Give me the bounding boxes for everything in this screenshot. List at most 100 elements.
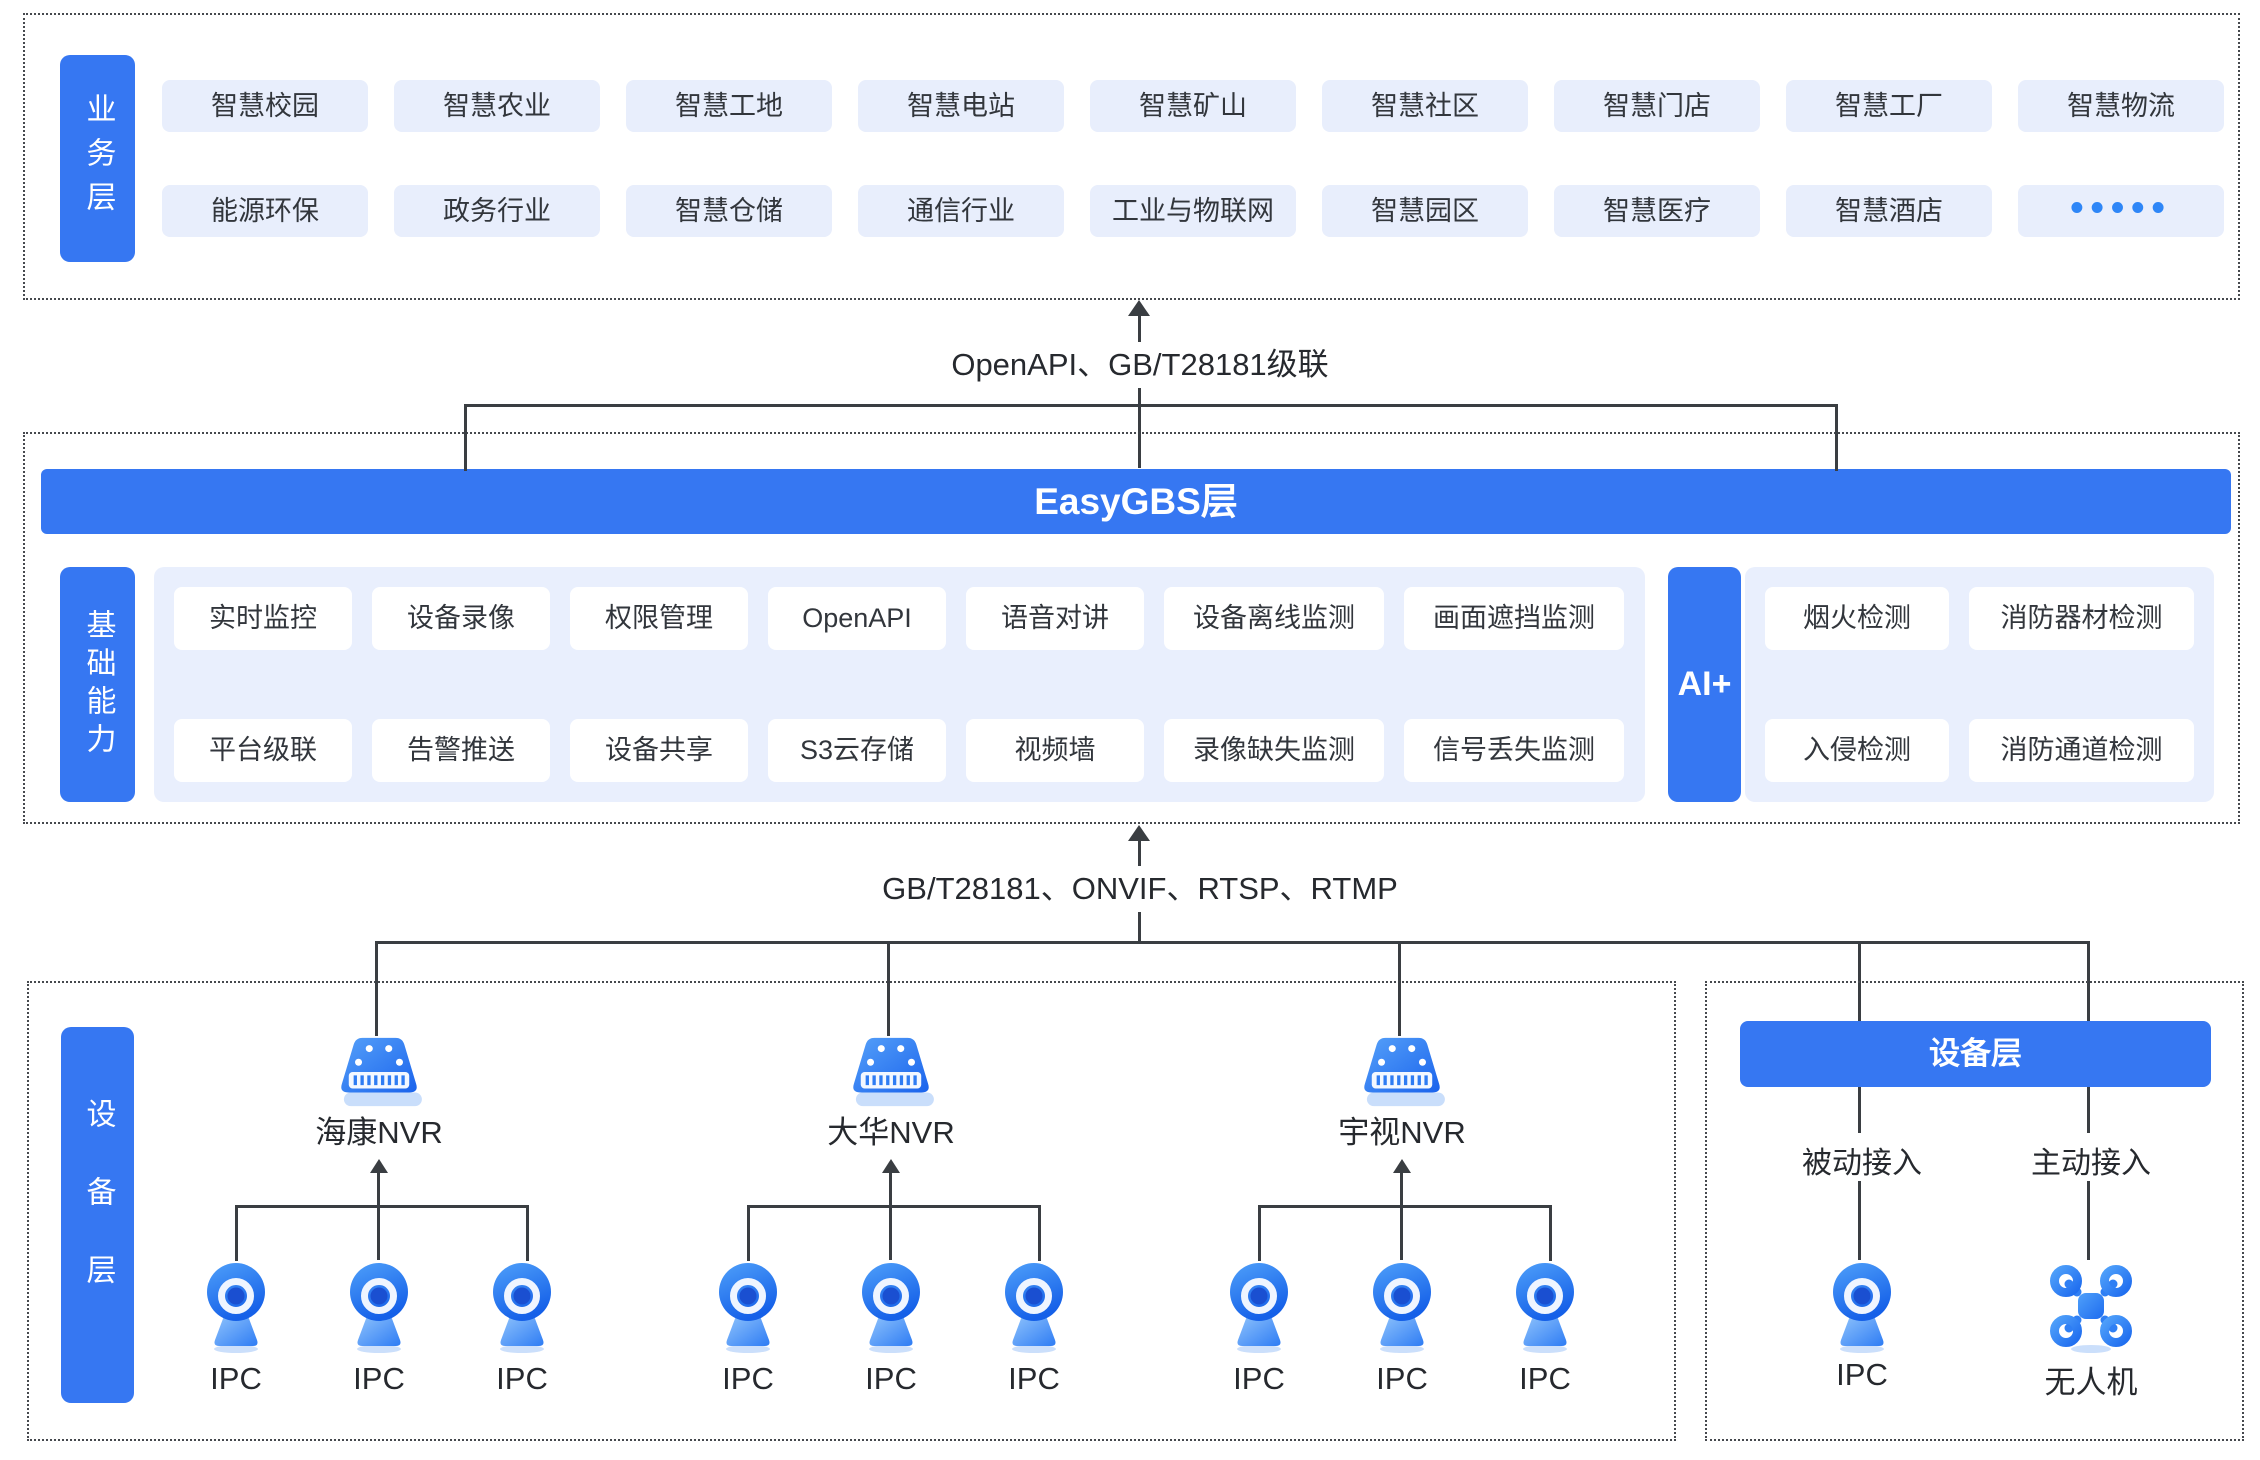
ipc-label: IPC (1233, 1361, 1285, 1396)
business-item: 智慧农业 (394, 80, 600, 132)
device-trunk-line (375, 941, 2090, 944)
nvr-group-uniview: 宇视NVR IPC IPC IPC (1242, 983, 1562, 1439)
nvr-group-dahua: 大华NVR IPC IPC IPC (731, 983, 1051, 1439)
business-item: 智慧园区 (1322, 185, 1528, 237)
capability-item: 设备录像 (372, 587, 550, 650)
nvr-drop-line (375, 941, 378, 1036)
capability-item: 信号丢失监测 (1404, 719, 1624, 782)
passive-access-column: 被动接入 IPC (1782, 983, 1942, 1439)
ai-capability-panel: 烟火检测 消防器材检测 入侵检测 消防通道检测 (1745, 567, 2214, 802)
business-item: 智慧医疗 (1554, 185, 1760, 237)
ipc-label: IPC (353, 1361, 405, 1396)
nvr-drop-line (1398, 941, 1401, 1036)
ipc-camera-icon (490, 1262, 554, 1354)
ipc-unit: IPC (688, 1262, 808, 1397)
top-link-label: OpenAPI、GB/T28181级联 (935, 342, 1345, 388)
device-label: IPC (1836, 1357, 1888, 1392)
ipc-bracket-line (1258, 1205, 1552, 1261)
access-mode-label: 主动接入 (2031, 1147, 2151, 1180)
base-capability-panel: 实时监控 设备录像 权限管理 OpenAPI 语音对讲 设备离线监测 画面遮挡监… (154, 567, 1645, 802)
ipc-unit: IPC (319, 1262, 439, 1397)
ipc-bracket-line (235, 1205, 529, 1261)
nvr-icon (843, 1032, 939, 1110)
business-layer-label: 业务层 (60, 55, 135, 262)
ai-item: 入侵检测 (1765, 719, 1949, 782)
ai-row-2: 入侵检测 消防通道检测 (1765, 719, 2194, 782)
ai-plus-label: AI+ (1668, 567, 1741, 802)
ai-item: 消防器材检测 (1969, 587, 2194, 650)
ipc-camera-icon (1830, 1262, 1894, 1354)
ipc-label: IPC (496, 1361, 548, 1396)
ai-row-1: 烟火检测 消防器材检测 (1765, 587, 2194, 650)
nvr-arrow-line (377, 1172, 380, 1260)
capability-item: OpenAPI (768, 587, 946, 650)
arrow-up-icon (1393, 1159, 1411, 1173)
business-item: 政务行业 (394, 185, 600, 237)
ipc-bracket-line (747, 1205, 1041, 1261)
business-item: 智慧社区 (1322, 80, 1528, 132)
ipc-camera-icon (1002, 1262, 1066, 1354)
business-item: 智慧工厂 (1786, 80, 1992, 132)
nvr-arrow-line (1400, 1172, 1403, 1260)
capability-item: 告警推送 (372, 719, 550, 782)
capability-item: 设备共享 (570, 719, 748, 782)
device-label: 无人机 (2044, 1365, 2138, 1400)
business-item: 智慧仓储 (626, 185, 832, 237)
nvr-icon (1354, 1032, 1450, 1110)
ipc-camera-icon (347, 1262, 411, 1354)
business-item: 智慧物流 (2018, 80, 2224, 132)
ipc-camera-icon (1227, 1262, 1291, 1354)
easygbs-bar: EasyGBS层 (41, 469, 2231, 534)
business-item: 通信行业 (858, 185, 1064, 237)
capability-item: 视频墙 (966, 719, 1144, 782)
device-layer-label: 设备层 (61, 1027, 134, 1403)
ipc-unit: IPC (1342, 1262, 1462, 1397)
ipc-unit: IPC (1485, 1262, 1605, 1397)
business-item: 工业与物联网 (1090, 185, 1296, 237)
ipc-camera-icon (204, 1262, 268, 1354)
device-layer-panel: 设备层 海康NVR IPC IPC IPC 大华NVR IPC (27, 981, 1676, 1441)
nvr-icon (331, 1032, 427, 1110)
business-item: 智慧工地 (626, 80, 832, 132)
nvr-drop-line (887, 941, 890, 1036)
business-item: 智慧校园 (162, 80, 368, 132)
capability-item: 设备离线监测 (1164, 587, 1384, 650)
arrow-up-icon (1128, 300, 1150, 316)
capability-item: 权限管理 (570, 587, 748, 650)
nvr-name: 大华NVR (827, 1115, 955, 1150)
ipc-unit: IPC (1199, 1262, 1319, 1397)
capability-row-1: 实时监控 设备录像 权限管理 OpenAPI 语音对讲 设备离线监测 画面遮挡监… (174, 587, 1624, 650)
ipc-label: IPC (1008, 1361, 1060, 1396)
ipc-camera-icon (1370, 1262, 1434, 1354)
ipc-camera-icon (859, 1262, 923, 1354)
device-layer-bar: 设备层 (1740, 1021, 2211, 1087)
arrow-up-icon (1128, 825, 1150, 841)
business-layer-panel: 业务层 智慧校园 智慧农业 智慧工地 智慧电站 智慧矿山 智慧社区 智慧门店 智… (23, 13, 2240, 300)
capability-item: 实时监控 (174, 587, 352, 650)
ipc-camera-icon (716, 1262, 780, 1354)
arrow-up-icon (370, 1159, 388, 1173)
ipc-label: IPC (722, 1361, 774, 1396)
active-access-column: 主动接入 无人机 (2011, 983, 2171, 1439)
ipc-label: IPC (865, 1361, 917, 1396)
bottom-link-label: GB/T28181、ONVIF、RTSP、RTMP (866, 866, 1414, 912)
cascade-bracket-line (464, 404, 1838, 471)
ipc-label: IPC (1376, 1361, 1428, 1396)
ipc-camera-icon (1513, 1262, 1577, 1354)
access-panel: 设备层 被动接入 IPC 主动接入 无人机 (1705, 981, 2244, 1441)
business-row-1: 智慧校园 智慧农业 智慧工地 智慧电站 智慧矿山 智慧社区 智慧门店 智慧工厂 … (162, 80, 2224, 132)
ai-item: 消防通道检测 (1969, 719, 2194, 782)
business-item: 智慧门店 (1554, 80, 1760, 132)
ipc-unit: IPC (831, 1262, 951, 1397)
passive-drop-line (1858, 1181, 1861, 1260)
business-item: 智慧酒店 (1786, 185, 1992, 237)
business-item-more: ••••• (2018, 185, 2224, 237)
ipc-unit: IPC (462, 1262, 582, 1397)
nvr-arrow-line (889, 1172, 892, 1260)
ipc-unit: IPC (974, 1262, 1094, 1397)
access-mode-label: 被动接入 (1802, 1147, 1922, 1180)
ipc-label: IPC (210, 1361, 262, 1396)
ai-item: 烟火检测 (1765, 587, 1949, 650)
business-item: 智慧电站 (858, 80, 1064, 132)
business-item: 智慧矿山 (1090, 80, 1296, 132)
